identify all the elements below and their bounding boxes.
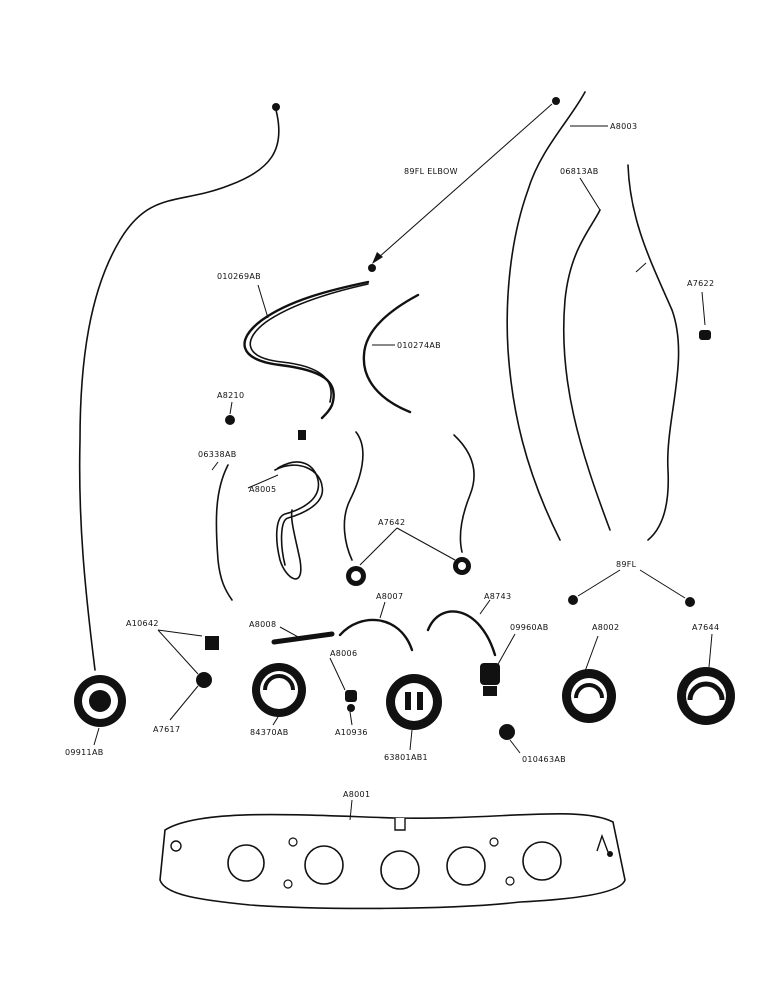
label-a8006: A8006 (330, 649, 357, 658)
label-a8007: A8007 (376, 592, 403, 601)
fitting-a8210 (225, 415, 306, 440)
label-a8743: A8743 (484, 592, 511, 601)
label-a7644: A7644 (692, 623, 719, 632)
label-84370ab: 84370AB (250, 728, 289, 737)
fittings-89fl (568, 595, 695, 607)
lamp-a7642-left (343, 431, 366, 586)
fitting-a8006 (345, 690, 357, 712)
label-a10642: A10642 (126, 619, 159, 628)
part-labels: A8003 89FL ELBOW 06813AB 010269AB 010274… (65, 122, 719, 799)
tube-a8005 (274, 461, 324, 580)
label-a7642: A7642 (378, 518, 405, 527)
leader-lines (93, 125, 713, 821)
label-06338ab: 06338AB (198, 450, 237, 459)
label-a8210: A8210 (217, 391, 244, 400)
sender-09960ab (480, 663, 500, 696)
lamp-a7642-right (453, 434, 475, 575)
gauge-a8002 (562, 669, 616, 723)
part-a7622 (699, 330, 711, 340)
label-89fl: 89FL (616, 560, 637, 569)
gauge-84370ab (252, 663, 306, 717)
label-a7622: A7622 (687, 279, 714, 288)
gauge-a7644 (677, 667, 735, 725)
wire-a8007 (338, 618, 414, 652)
label-09911ab: 09911AB (65, 748, 104, 757)
label-a7617: A7617 (153, 725, 180, 734)
tube-010269ab (243, 280, 370, 420)
label-a8008: A8008 (249, 620, 276, 629)
tube-010274ab (362, 293, 420, 414)
label-a8002: A8002 (592, 623, 619, 632)
label-010274ab: 010274AB (397, 341, 441, 350)
elbow-89fl-top (368, 97, 560, 272)
instrument-panel-a8001 (159, 813, 626, 910)
label-elbow: 89FL ELBOW (404, 167, 458, 176)
label-a8001: A8001 (343, 790, 370, 799)
wire-06338ab (215, 464, 233, 601)
label-63801ab1: 63801AB1 (384, 753, 428, 762)
rod-a8008 (271, 631, 335, 645)
gauge-09911ab (74, 675, 126, 727)
fitting-010463ab (499, 724, 515, 740)
gauge-wire-09911ab (78, 103, 280, 671)
label-a10936: A10936 (335, 728, 368, 737)
wire-a8743 (426, 610, 497, 657)
gauge-63801ab1 (386, 674, 442, 730)
wire-harness-a8003 (506, 91, 680, 541)
label-09960ab: 09960AB (510, 623, 549, 632)
label-a8005: A8005 (249, 485, 276, 494)
switch-a10642 (196, 636, 219, 688)
label-010269ab: 010269AB (217, 272, 261, 281)
label-06813ab: 06813AB (560, 167, 599, 176)
label-a8003-top: A8003 (610, 122, 637, 131)
label-010463ab: 010463AB (522, 755, 566, 764)
